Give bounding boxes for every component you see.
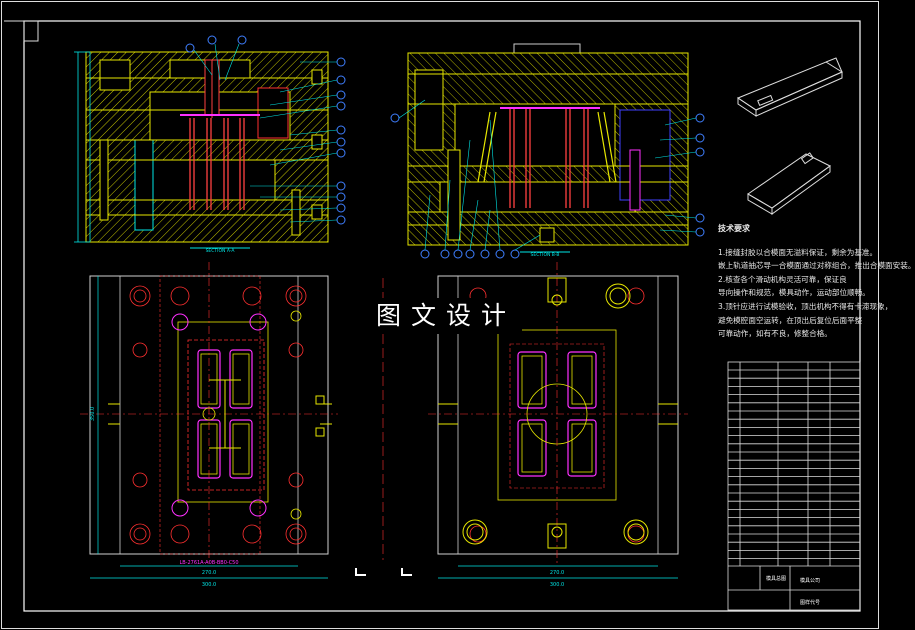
section-a-label: SECTION A-A (206, 248, 236, 254)
dim-left-width: 270.0 (202, 570, 216, 576)
section-view-b-b: SECTION B-B (390, 43, 705, 259)
cad-drawing-sheet: SECTION A-A (1, 1, 879, 629)
title-block-drawing-no: 图样代号 (800, 599, 820, 606)
technical-note-line: 嵌上轨道抽芯导一合模面通过对称组合，推出合模面安装。 (718, 261, 915, 271)
technical-note-line: 1.接缝封胶以合模面无溢料保证，剩余为基准。 (718, 247, 878, 257)
plan-view-left: LB-2761A-A0B-BB0-C50 270.0 300.0 350.0 (80, 262, 338, 588)
part-isometric-views (736, 57, 844, 215)
plan-left-label: LB-2761A-A0B-BB0-C50 (179, 560, 238, 566)
watermark-title: 图文设计 (370, 298, 523, 334)
dim-right-width: 270.0 (550, 570, 564, 576)
title-block-drawing-name: 模具总图 (766, 575, 786, 582)
sheet-border (1, 1, 879, 629)
title-block (727, 361, 861, 611)
dim-left-total: 300.0 (202, 582, 216, 588)
title-block-company: 模具公司 (800, 577, 820, 584)
technical-note-line: 导向操作和规范，模具动作，运动部位顺畅。 (718, 288, 870, 298)
technical-notes-title: 技术要求 (718, 224, 750, 233)
technical-notes: 技术要求 1.接缝封胶以合模面无溢料保证，剩余为基准。 嵌上轨道抽芯导一合模面通… (718, 222, 915, 341)
plan-view-right: 270.0 300.0 (428, 262, 688, 588)
technical-note-line: 3.顶针应进行试模验收，顶出机构不得有卡滞现象， (718, 301, 893, 311)
technical-note-line: 2.核查各个滑动机构灵活可靠，保证良 (718, 274, 847, 284)
technical-note-line: 避免模腔面空运转，在顶出后复位后面平整 (718, 315, 863, 325)
dim-height: 350.0 (90, 407, 96, 421)
technical-note-line: 可靠动作，如有不良，修整合格。 (718, 329, 832, 339)
section-b-label: SECTION B-B (531, 252, 560, 258)
dim-right-total: 300.0 (550, 582, 564, 588)
section-view-a-a: SECTION A-A (74, 35, 346, 254)
